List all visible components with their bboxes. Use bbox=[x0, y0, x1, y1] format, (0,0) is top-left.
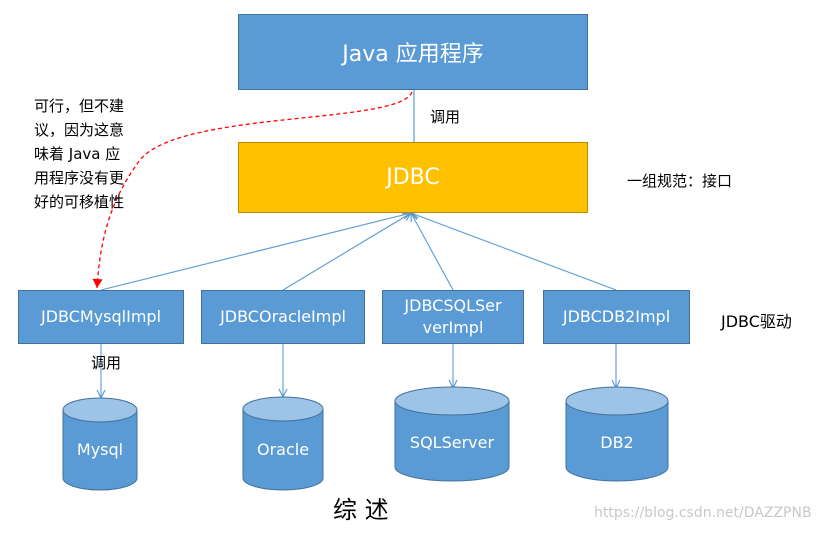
java-application-box: Java 应用程序 bbox=[238, 14, 588, 90]
db2-impl-to-jdbc-arrow bbox=[411, 213, 617, 291]
call-label-top: 调用 bbox=[430, 108, 461, 126]
note-line: 议，因为这意 bbox=[34, 121, 125, 139]
spec-interface-label: 一组规范：接口 bbox=[627, 172, 733, 190]
note-line: 用程序没有更 bbox=[34, 169, 125, 187]
note-line: 可行，但不建 bbox=[34, 97, 125, 115]
oracle-impl-to-jdbc-arrow bbox=[282, 213, 411, 291]
db-label-mysql: Mysql bbox=[76, 440, 124, 459]
jdbc-interface-box: JDBC bbox=[238, 142, 588, 213]
direct-call-dashed-arrow bbox=[92, 91, 413, 289]
impl-box-db2: JDBCDB2Impl bbox=[543, 290, 690, 344]
impl-label-line2: verImpl bbox=[422, 318, 484, 337]
sqlserver-database-cylinder bbox=[394, 386, 510, 482]
oracle-database-cylinder bbox=[242, 396, 324, 491]
impl-box-mysql: JDBCMysqlImpl bbox=[18, 290, 184, 344]
db-label-oracle: Oracle bbox=[256, 440, 310, 459]
impl-label-line1: JDBCSQLSer bbox=[404, 296, 502, 315]
mysql-impl-to-jdbc-arrow bbox=[100, 213, 411, 291]
sqlserver-impl-to-jdbc-arrow bbox=[411, 213, 454, 291]
portability-note: 可行，但不建 议，因为这意 味着 Java 应 用程序没有更 好的可移植性 bbox=[34, 94, 124, 214]
watermark-text: https://blog.csdn.net/DAZZPNB bbox=[594, 505, 812, 521]
java-application-label: Java 应用程序 bbox=[342, 42, 484, 67]
impl-label-line1: JDBCMysqlImpl bbox=[40, 307, 162, 326]
note-line: 味着 Java 应 bbox=[34, 145, 121, 163]
call-label-bottom: 调用 bbox=[91, 354, 122, 372]
diagram-caption: 综 述 bbox=[333, 496, 389, 524]
impl-label-line1: JDBCDB2Impl bbox=[562, 307, 671, 326]
db-label-db2: DB2 bbox=[600, 433, 634, 452]
db-label-sqlserver: SQLServer bbox=[409, 433, 495, 452]
impl-box-oracle: JDBCOracleImpl bbox=[201, 290, 365, 344]
mysql-database-cylinder bbox=[62, 397, 138, 491]
db2-database-cylinder bbox=[565, 386, 669, 482]
note-line: 好的可移植性 bbox=[34, 193, 125, 211]
impl-label-line1: JDBCOracleImpl bbox=[220, 307, 346, 326]
jdbc-driver-label: JDBC驱动 bbox=[721, 312, 792, 331]
impl-box-sqlserver: JDBCSQLSer verImpl bbox=[382, 290, 524, 344]
jdbc-label: JDBC bbox=[386, 165, 440, 190]
